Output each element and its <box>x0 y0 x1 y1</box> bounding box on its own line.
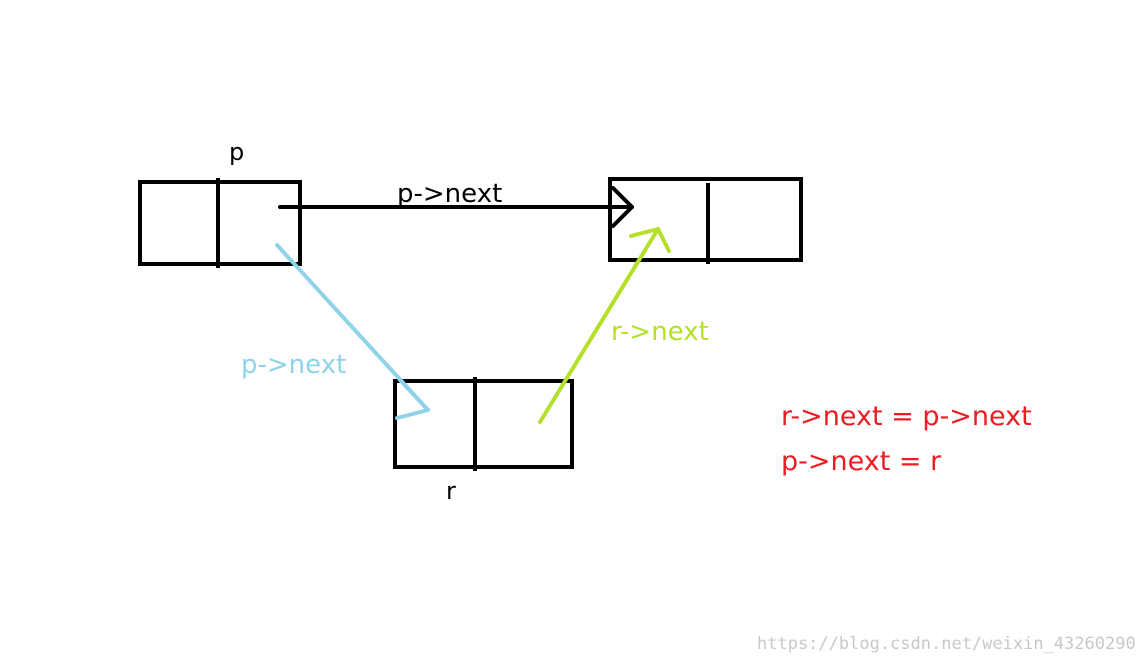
node-next-box <box>608 177 803 262</box>
code-line-1: r->next = p->next <box>781 401 1032 432</box>
arrow-p-next-original-label: p->next <box>397 179 502 209</box>
code-line-2: p->next = r <box>781 446 942 477</box>
node-r-box <box>393 379 574 469</box>
watermark-text: https://blog.csdn.net/weixin_43260290 <box>757 634 1136 654</box>
arrow-p-next-original <box>278 186 634 228</box>
node-p <box>138 178 302 268</box>
arrow-r-next-label: r->next <box>611 317 709 347</box>
node-r-label: r <box>446 477 456 505</box>
arrow-p-next-new-label: p->next <box>241 350 346 380</box>
arrow-p-next-new <box>275 243 430 420</box>
node-r <box>393 377 574 471</box>
node-p-label: p <box>229 138 244 166</box>
node-next <box>608 177 803 264</box>
arrow-r-next <box>538 227 671 424</box>
